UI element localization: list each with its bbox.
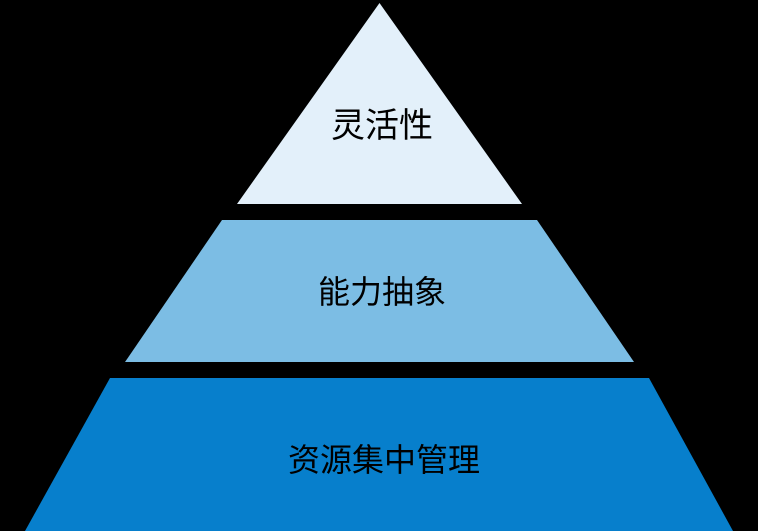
tier-middle-label: 能力抽象 [318,273,446,311]
pyramid-tier-bottom[interactable]: 资源集中管理 [25,378,733,531]
pyramid-tier-top[interactable]: 灵活性 [237,3,522,204]
tier-top-label: 灵活性 [331,106,433,146]
pyramid-tier-middle[interactable]: 能力抽象 [125,220,634,362]
tier-middle-shape[interactable] [125,220,634,362]
tier-bottom-label: 资源集中管理 [288,441,480,479]
tier-top-shape[interactable] [237,3,522,204]
tier-bottom-shape[interactable] [25,378,733,531]
